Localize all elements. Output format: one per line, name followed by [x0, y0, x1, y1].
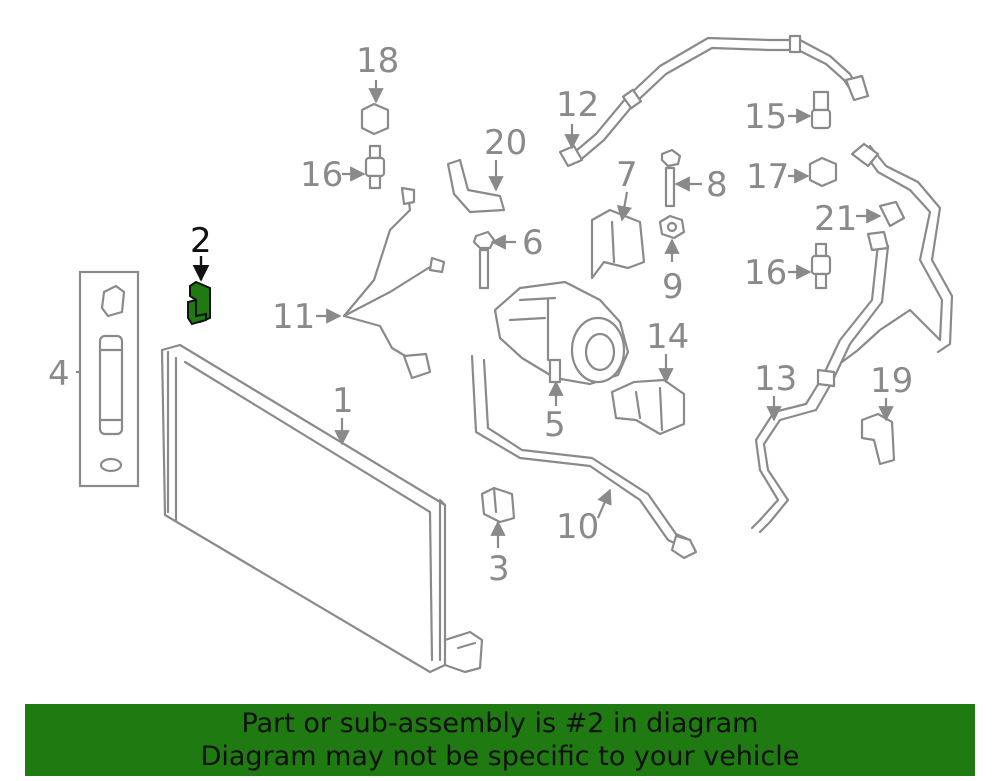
sensor-part-16-right[interactable] [810, 242, 832, 290]
callout-21: 21 [814, 199, 857, 239]
banner-line-1: Part or sub-assembly is #2 in diagram [241, 708, 759, 739]
pressure-switch-part-15[interactable] [810, 90, 832, 130]
bolt-part-6[interactable] [472, 230, 496, 290]
bracket-part-20[interactable] [446, 158, 506, 214]
parts-diagram: 1 2 3 4 5 6 7 8 9 10 11 12 13 14 15 16 1… [48, 34, 954, 674]
clip-part-3[interactable] [480, 486, 516, 524]
callout-14: 14 [646, 317, 689, 357]
callout-12: 12 [556, 85, 599, 125]
callout-9: 9 [662, 267, 684, 307]
callout-16-left: 16 [300, 155, 343, 195]
cap-part-18[interactable] [360, 102, 390, 136]
callout-19: 19 [870, 361, 913, 401]
info-banner: Part or sub-assembly is #2 in diagram Di… [25, 704, 975, 776]
bracket-part-2[interactable] [187, 280, 211, 326]
callout-4: 4 [48, 354, 70, 394]
hose-part-12[interactable] [558, 34, 870, 168]
callout-17: 17 [746, 157, 789, 197]
bracket-part-14[interactable] [610, 378, 686, 436]
callout-16-right: 16 [744, 253, 787, 293]
callout-8: 8 [706, 165, 728, 205]
leader-arrows [76, 80, 894, 548]
sensor-part-16-left[interactable] [364, 144, 386, 190]
condenser-part-1[interactable] [160, 343, 484, 674]
callout-15: 15 [744, 97, 787, 137]
cap-part-17[interactable] [808, 156, 838, 188]
callout-11: 11 [272, 297, 315, 337]
compressor-part-5[interactable] [493, 280, 630, 386]
bolt-part-8[interactable] [660, 148, 682, 208]
hose-part-10[interactable] [470, 354, 698, 560]
callout-20: 20 [484, 123, 527, 163]
callout-3: 3 [488, 549, 510, 589]
hose-part-11[interactable] [342, 186, 446, 380]
callout-1: 1 [332, 381, 354, 421]
callout-13: 13 [754, 359, 797, 399]
callout-5: 5 [544, 405, 566, 445]
hose-part-21-line[interactable] [840, 142, 954, 364]
callout-10: 10 [556, 507, 599, 547]
callout-7: 7 [616, 155, 638, 195]
banner-line-2: Diagram may not be specific to your vehi… [200, 741, 800, 772]
receiver-drier-part-4[interactable] [78, 270, 140, 488]
bracket-part-19[interactable] [860, 412, 896, 466]
bracket-part-7[interactable] [590, 208, 646, 280]
callout-6: 6 [522, 223, 544, 263]
nut-part-9[interactable] [658, 214, 686, 240]
callout-2: 2 [190, 221, 212, 261]
callout-18: 18 [356, 41, 399, 81]
